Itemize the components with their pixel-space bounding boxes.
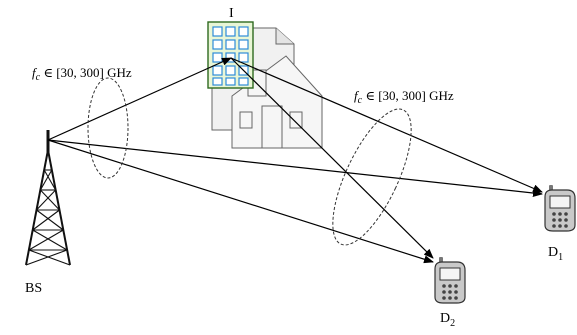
antenna-tower-icon <box>26 130 70 265</box>
device-1-label: D1 <box>548 245 563 263</box>
beam-ellipse-left <box>88 78 128 178</box>
irs-panel-icon <box>208 22 253 88</box>
beam-ellipse-right <box>317 99 427 255</box>
frequency-annotation-left: fc ∈ [30, 300] GHz <box>32 65 132 83</box>
mobile-phone-icon <box>435 257 465 303</box>
irs-label: I <box>229 6 234 21</box>
frequency-annotation-right: fc ∈ [30, 300] GHz <box>354 88 454 106</box>
base-station-label: BS <box>25 281 42 296</box>
device-2-label: D2 <box>440 311 455 329</box>
mobile-phone-icon <box>545 185 575 231</box>
